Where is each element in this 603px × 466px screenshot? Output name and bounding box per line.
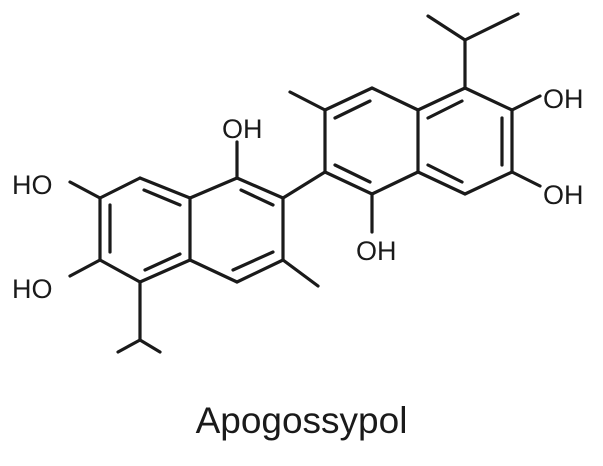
bond	[323, 170, 374, 196]
bond	[98, 176, 142, 200]
bond-double	[142, 188, 182, 207]
bond	[138, 176, 192, 200]
bond-oh	[510, 94, 542, 112]
bond	[138, 258, 192, 284]
label-ho-left-upper: HO	[12, 170, 53, 200]
bond	[416, 86, 467, 112]
bond-isopropyl	[116, 338, 142, 354]
bond	[463, 170, 514, 196]
bond	[98, 258, 142, 284]
molecule-name: Apogossypol	[195, 400, 408, 441]
label-ho-left-lower: HO	[12, 274, 53, 304]
bond	[463, 86, 514, 112]
bond-double	[231, 250, 275, 272]
bond	[370, 86, 420, 112]
label-oh-top-left: OH	[222, 114, 263, 144]
bond-oh	[510, 170, 542, 188]
bond-double	[333, 99, 372, 120]
biaryl-bond	[281, 170, 327, 200]
bond-methyl	[281, 258, 320, 288]
bond	[323, 86, 374, 112]
left-naphthalene	[68, 140, 320, 354]
label-oh-right-upper: OH	[543, 84, 584, 114]
bond-double	[426, 99, 464, 120]
bond-ho	[68, 258, 102, 278]
bond-ho	[68, 180, 102, 200]
bond-double	[239, 188, 275, 207]
bond-double	[143, 252, 182, 272]
bond-methyl	[288, 90, 327, 112]
bond-isopropyl	[426, 14, 467, 42]
bond-isopropyl	[138, 338, 162, 354]
bond	[188, 258, 239, 284]
bond	[370, 170, 420, 196]
bond	[188, 176, 239, 200]
label-oh-right-lower: OH	[543, 180, 584, 210]
right-naphthalene	[288, 12, 542, 234]
bond	[235, 176, 285, 200]
label-oh-bottom-right-ring: OH	[356, 236, 397, 266]
bond-double	[333, 163, 372, 184]
bond	[235, 258, 285, 284]
bond-isopropyl	[463, 12, 520, 42]
bond-double	[426, 163, 464, 184]
bond	[416, 170, 467, 196]
